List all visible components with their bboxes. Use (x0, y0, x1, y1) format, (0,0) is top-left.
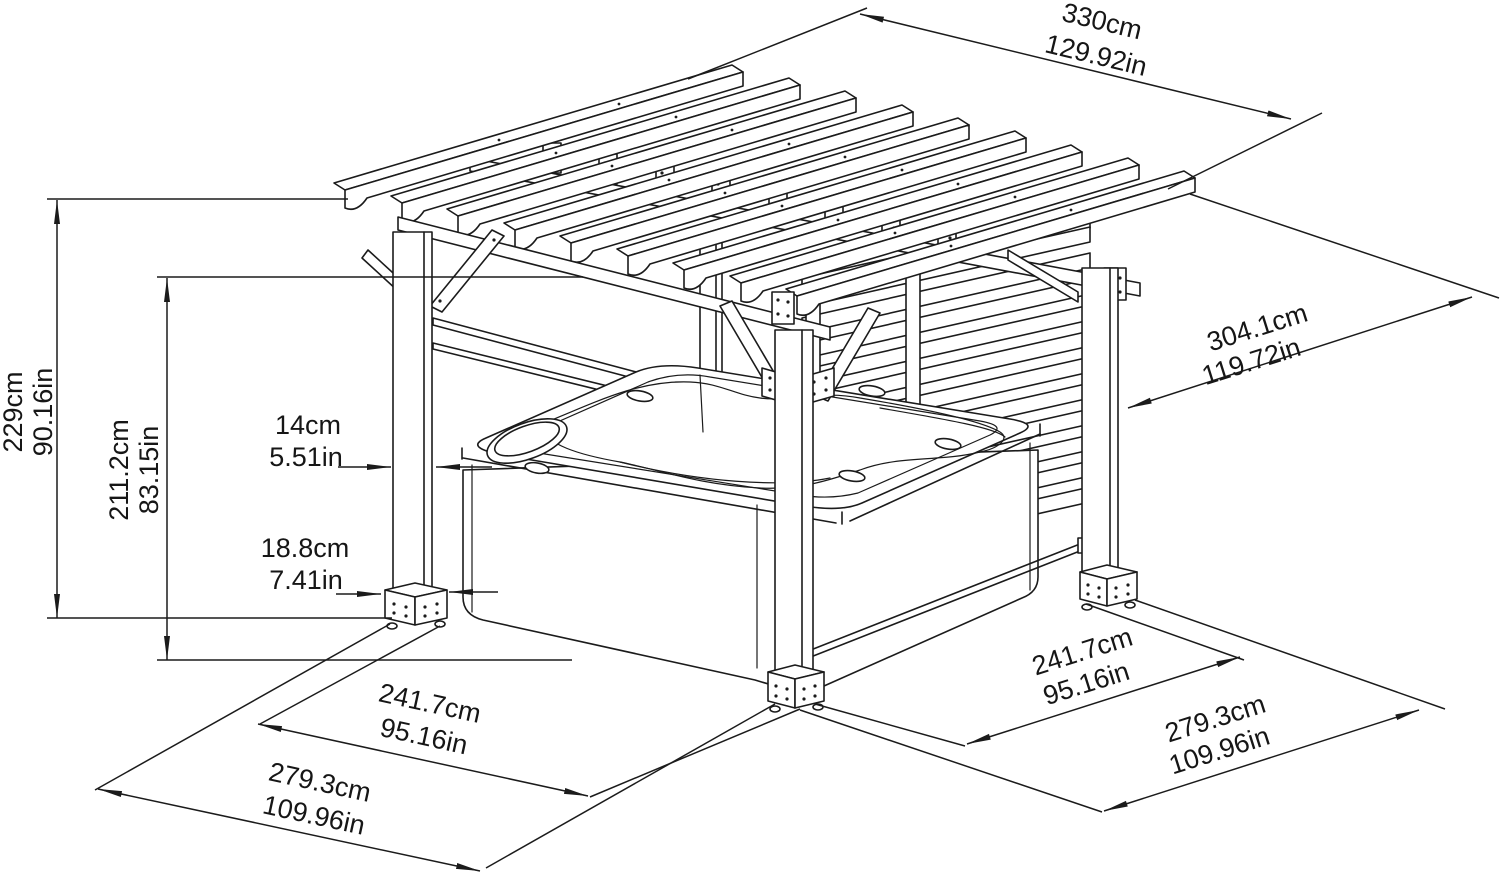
label-post-width-in: 5.51in (269, 442, 343, 472)
hot-tub (461, 364, 1041, 692)
left-post (392, 231, 433, 589)
dim-footprint-left (97, 788, 481, 872)
label-base-width-cm: 18.8cm (261, 533, 350, 563)
dim-roof-width (859, 13, 1292, 120)
label-total-height-in: 90.16in (28, 368, 58, 457)
dim-footprint-right (1103, 709, 1420, 812)
rim-lip (461, 423, 1041, 525)
bowl-sketch-line (699, 374, 704, 433)
right-post (1081, 267, 1119, 573)
rafter-screws (497, 102, 1073, 248)
seat-contour (539, 381, 1005, 489)
dim-roof-depth (1127, 296, 1473, 409)
roof-rafters (333, 64, 1196, 317)
spa-cap (486, 418, 568, 464)
front-post-base (767, 664, 825, 713)
label-total-height-cm: 229cm (0, 371, 28, 452)
dim-post-spacing-right (966, 656, 1241, 745)
label-post-width-cm: 14cm (275, 410, 341, 440)
label-clearance-in: 83.15in (134, 426, 164, 515)
dimension-lines (54, 13, 1473, 872)
label-base-width-in: 7.41in (269, 565, 343, 595)
dim-post-spacing-left (257, 723, 589, 797)
extension-lines (47, 7, 1500, 869)
right-post-base (1079, 564, 1138, 611)
front-post (774, 329, 814, 673)
left-post-base (384, 582, 448, 630)
seat-contour-echo (879, 407, 1006, 438)
label-clearance-cm: 211.2cm (104, 419, 134, 521)
rim-jets (524, 384, 962, 483)
